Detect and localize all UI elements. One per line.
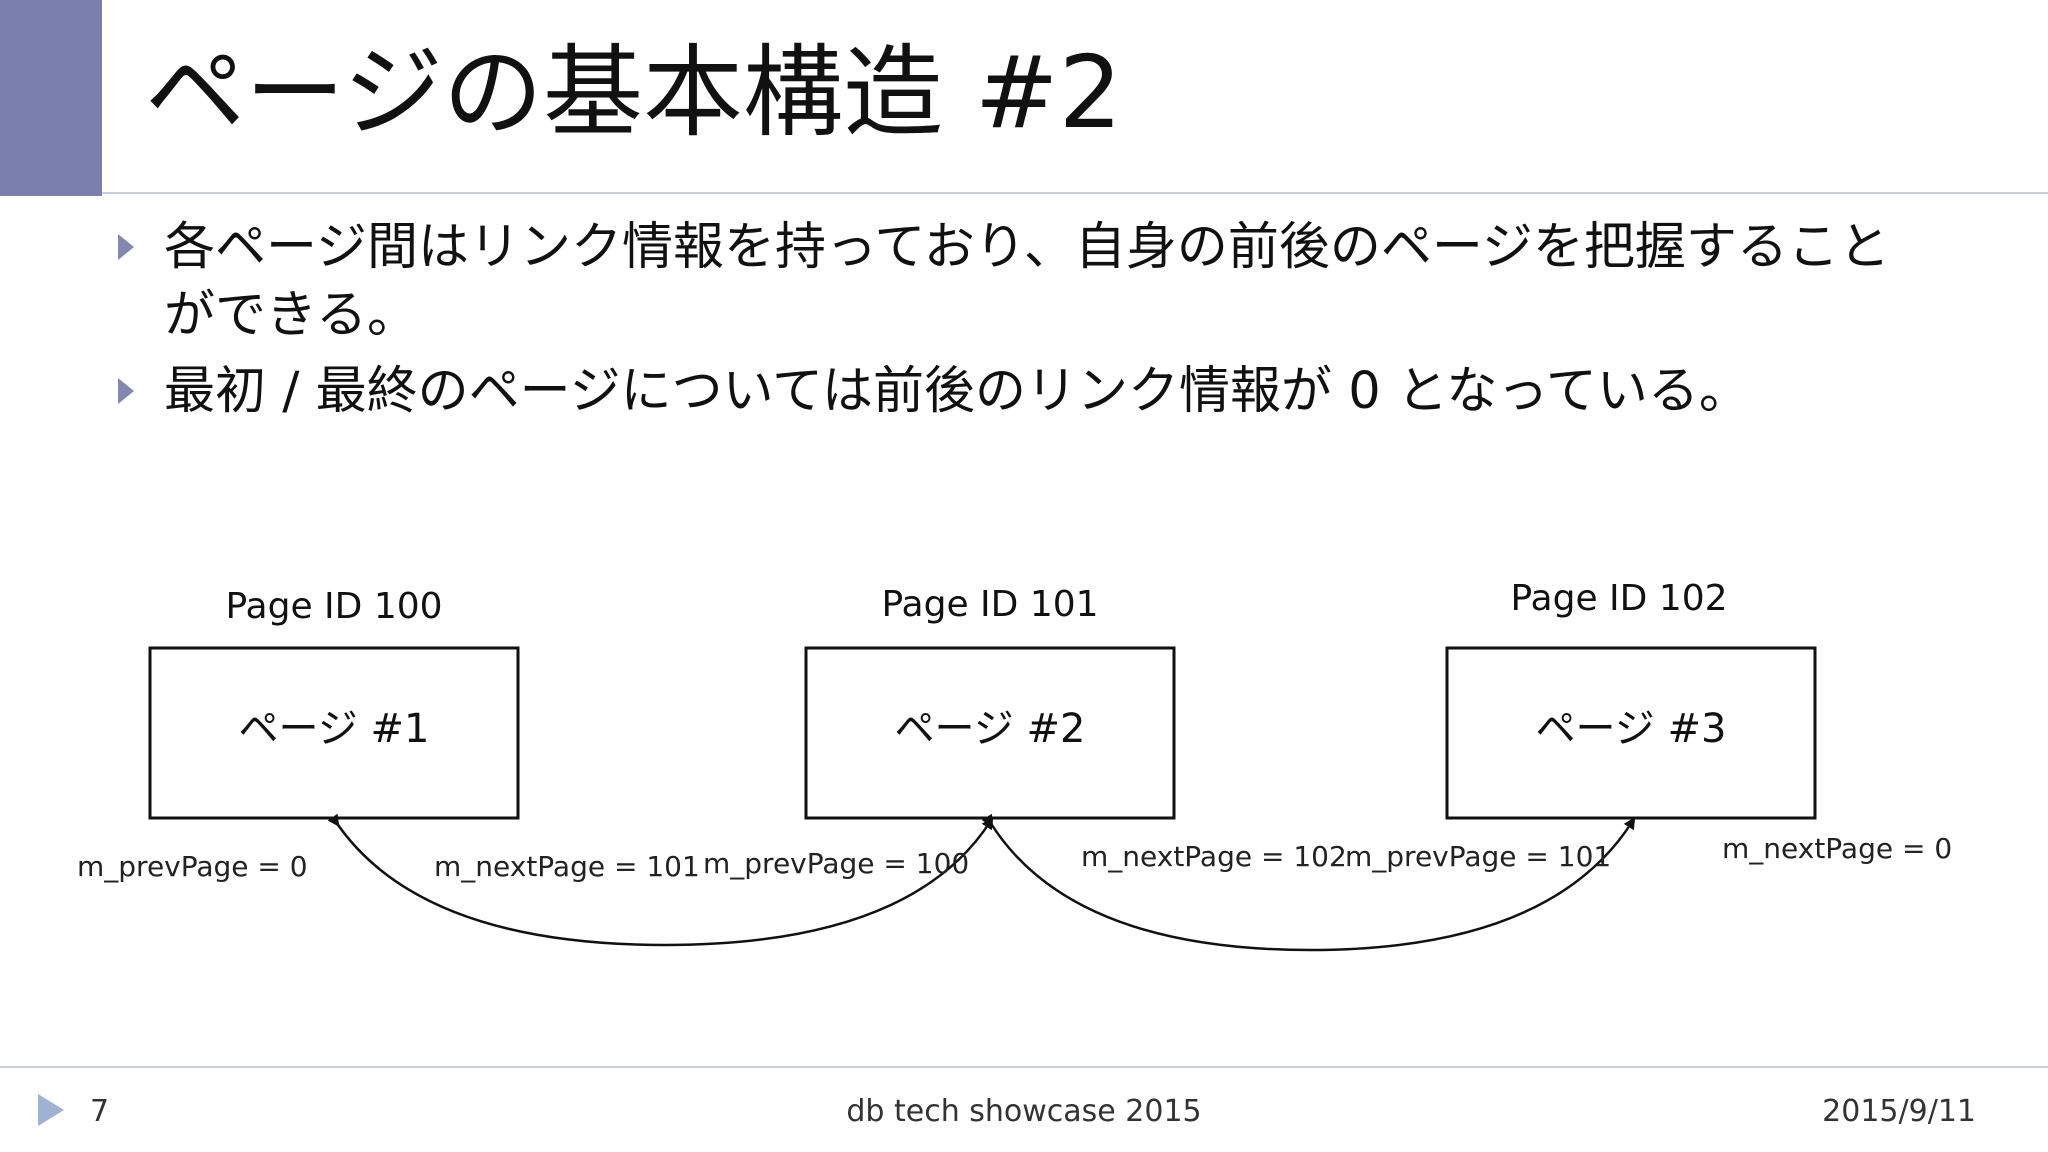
footer-divider [0, 1066, 2048, 1068]
footer-play-icon [38, 1094, 64, 1126]
link-curve-2-3 [981, 813, 1636, 952]
slide-title: ページの基本構造 #2 [145, 34, 1123, 151]
title-accent-block [0, 0, 102, 196]
bullet-triangle-icon [118, 378, 134, 404]
page-box [1445, 646, 1817, 820]
page-name: ページ #3 [1536, 706, 1727, 752]
page-box [804, 646, 1176, 820]
next-page-label: m_nextPage = 102 [1081, 840, 1347, 873]
bullet-triangle-icon [118, 234, 134, 260]
prev-page-label: m_prevPage = 100 [703, 847, 969, 880]
link-curve-1-2 [327, 813, 994, 947]
prev-page-label: m_prevPage = 101 [1345, 840, 1611, 873]
next-page-label: m_nextPage = 0 [1722, 832, 1952, 865]
page-id-label: Page ID 101 [881, 584, 1098, 625]
title-divider [102, 192, 2048, 194]
page-id-label: Page ID 100 [225, 586, 442, 627]
page-id-label: Page ID 102 [1510, 578, 1727, 619]
page-name: ページ #2 [895, 706, 1086, 752]
prev-page-label: m_prevPage = 0 [77, 850, 308, 883]
page-name: ページ #1 [239, 706, 430, 752]
footer-event-name: db tech showcase 2015 [846, 1094, 1202, 1129]
footer-date: 2015/9/11 [1822, 1094, 1976, 1129]
slide-number: 7 [90, 1094, 110, 1129]
next-page-label: m_nextPage = 101 [434, 850, 700, 883]
bullet-text: 各ページ間はリンク情報を持っており、自身の前後のページを把握することができる。 [164, 218, 1890, 345]
bullet-text: 最初 / 最終のページについては前後のリンク情報が 0 となっている。 [164, 362, 1750, 421]
